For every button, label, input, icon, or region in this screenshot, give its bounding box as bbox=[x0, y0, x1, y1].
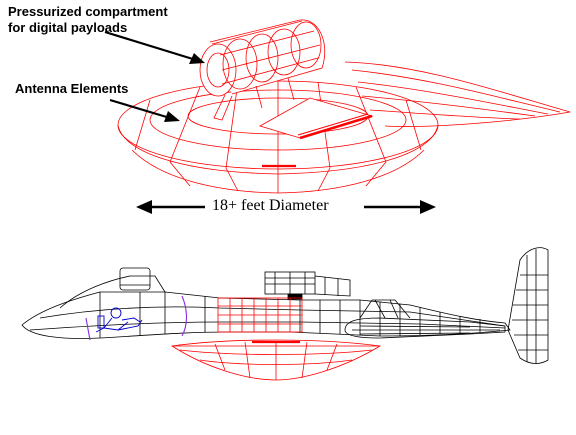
vertical-tail bbox=[507, 247, 549, 364]
compartment-cylinder bbox=[199, 19, 326, 121]
dorsal-equipment bbox=[264, 271, 351, 300]
radome-fairing-line bbox=[369, 109, 521, 120]
forward-pod bbox=[119, 267, 151, 291]
frame-arcs bbox=[85, 295, 188, 341]
radome-wireframe bbox=[117, 19, 571, 194]
engine-nacelle bbox=[344, 299, 506, 339]
callout-arrows bbox=[104, 30, 205, 122]
payload-bay-grid bbox=[217, 297, 303, 333]
antenna-arrowhead bbox=[164, 111, 180, 122]
cylinder-front-ellipse bbox=[199, 43, 237, 97]
compartment-arrow bbox=[104, 30, 197, 62]
aircraft-side-view bbox=[21, 247, 549, 364]
antenna-panel-edge bbox=[299, 114, 373, 140]
compartment-label: Pressurized compartment for digital payl… bbox=[8, 4, 168, 36]
antenna-panel-edge bbox=[297, 113, 369, 136]
diameter-label: 18+ feet Diameter bbox=[212, 197, 329, 214]
compartment-label-line1: Pressurized compartment bbox=[8, 4, 168, 19]
compartment-label-line2: for digital payloads bbox=[8, 20, 128, 35]
radome-fairing-line bbox=[351, 69, 561, 113]
engine-pylon bbox=[359, 299, 411, 319]
radome-fairing-line bbox=[357, 81, 549, 115]
radome-side-view bbox=[170, 339, 382, 381]
compartment-arrowhead bbox=[189, 53, 205, 64]
antenna-arrow bbox=[109, 98, 171, 120]
radome-fairing-outline bbox=[344, 61, 571, 127]
cockpit-hump bbox=[59, 275, 166, 309]
pilot-figure bbox=[95, 307, 143, 333]
right-arrowhead bbox=[420, 200, 436, 214]
left-arrowhead bbox=[136, 200, 152, 214]
diameter-dimension-arrow bbox=[136, 200, 436, 214]
fuselage-frames bbox=[99, 292, 481, 338]
radome-fairing-line bbox=[361, 95, 536, 117]
antenna-label: Antenna Elements bbox=[15, 81, 129, 96]
radome-radials bbox=[134, 81, 422, 193]
